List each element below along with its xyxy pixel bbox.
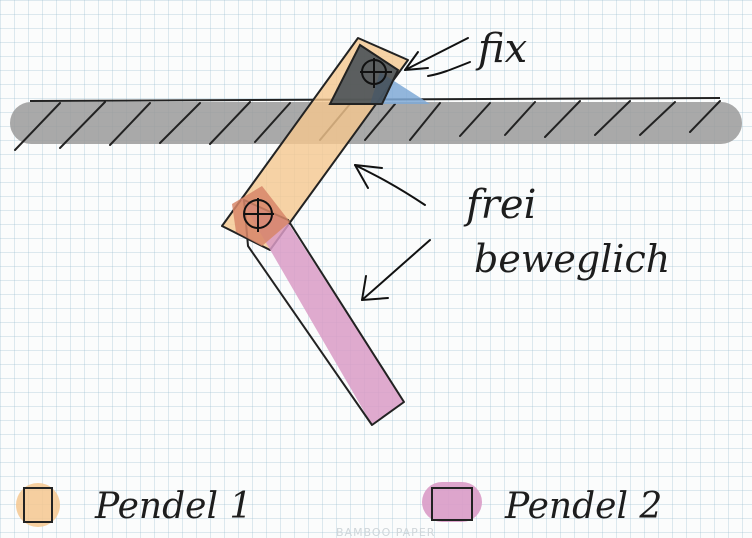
ground: [10, 97, 742, 151]
legend-label-pendulum-1: Pendel 1: [94, 486, 252, 527]
label-fixed: fix: [475, 26, 527, 72]
legend-item-pendulum-2: Pendel 2: [422, 482, 662, 527]
legend: Pendel 1 Pendel 2: [16, 482, 662, 527]
free-arrows: [354, 164, 431, 301]
legend-item-pendulum-1: Pendel 1: [16, 483, 252, 527]
watermark: BAMBOO PAPER: [336, 526, 435, 538]
ground-hatching: [14, 100, 721, 151]
legend-label-pendulum-2: Pendel 2: [504, 486, 662, 527]
fixed-joint: [360, 58, 392, 88]
moving-joint: [232, 186, 290, 246]
label-movable: beweglich: [474, 237, 670, 281]
label-free: frei: [463, 182, 536, 228]
fixed-support: [328, 43, 430, 105]
fixed-arrow: [404, 37, 471, 77]
